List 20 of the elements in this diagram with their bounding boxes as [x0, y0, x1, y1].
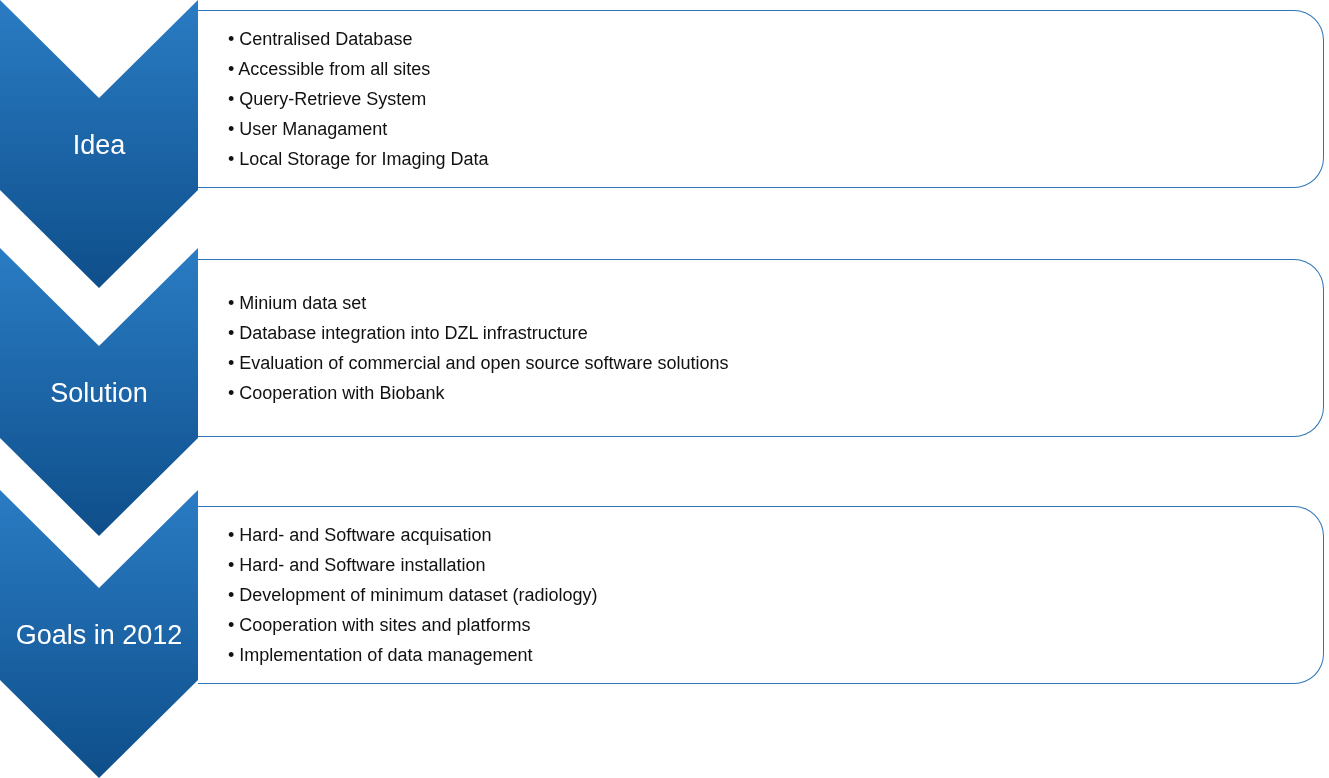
bullet-item: • User Managament: [228, 118, 389, 141]
bullet-item: • Hard- and Software installation: [228, 554, 487, 577]
bullet-item: • Cooperation with sites and platforms: [228, 614, 532, 637]
content-panel: [198, 259, 1324, 437]
bullet-item: • Development of minimum dataset (radiology): [228, 584, 598, 607]
stage-label: Idea: [71, 129, 127, 162]
content-panel: [198, 506, 1324, 684]
stage-label: Solution: [49, 377, 149, 410]
bullet-item: • Local Storage for Imaging Data: [228, 148, 489, 171]
content-panel: [198, 10, 1324, 188]
bullet-item: • Minium data set: [228, 292, 368, 315]
bullet-item: • Centralised Database: [228, 28, 414, 51]
bullet-item: • Hard- and Software acquisation: [228, 524, 493, 547]
bullet-item: • Accessible from all sites: [228, 58, 432, 81]
bullet-item: • Cooperation with Biobank: [228, 382, 446, 405]
stage-label: Goals in 2012: [14, 619, 184, 652]
bullet-item: • Database integration into DZL infrastructure: [228, 322, 589, 345]
bullet-item: • Evaluation of commercial and open source software solutions: [228, 352, 729, 375]
bullet-item: • Query-Retrieve System: [228, 88, 428, 111]
bullet-item: • Implementation of data management: [228, 644, 534, 667]
